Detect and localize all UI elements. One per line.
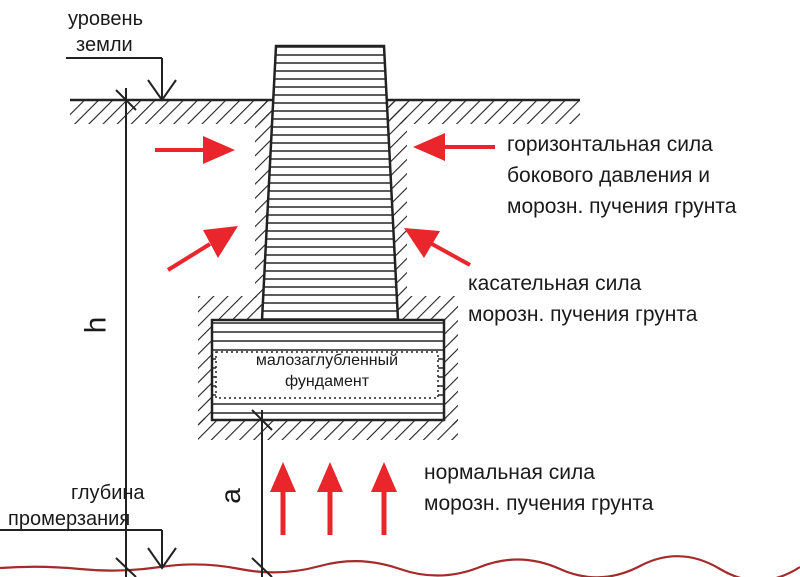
force-arrows <box>155 133 495 535</box>
foundation-line-2: фундамент <box>284 373 370 390</box>
ground-level-leader <box>66 57 177 102</box>
arrow-horizontal-right <box>413 133 495 161</box>
ground-surface <box>70 98 580 124</box>
horizontal-force-line-3: морозн. пучения грунта <box>507 195 737 218</box>
horizontal-force-label: горизонтальная сила бокового давления и … <box>507 129 736 222</box>
normal-force-line-2: морозн. пучения грунта <box>424 492 654 515</box>
foundation-column <box>260 44 400 322</box>
arrow-normal-3 <box>371 462 397 535</box>
ground-level-line-1: уровень <box>68 8 144 30</box>
horizontal-force-line-1: горизонтальная сила <box>507 133 713 156</box>
arrow-normal-2 <box>317 462 343 535</box>
foundation-label: малозаглубленный фундамент <box>216 350 438 392</box>
arrow-normal-1 <box>270 462 296 535</box>
arrow-tangential-left <box>166 226 238 272</box>
freeze-depth-line-2: промерзания <box>8 508 131 530</box>
normal-force-label: нормальная сила морозн. пучения грунта <box>424 457 653 519</box>
normal-force-line-1: нормальная сила <box>424 461 595 484</box>
ground-level-line-2: земли <box>76 34 133 56</box>
freeze-depth-leader <box>0 529 177 570</box>
dimension-a <box>251 409 273 577</box>
foundation-line-1: малозаглубленный <box>255 352 399 369</box>
dimension-h-label: h <box>79 316 113 334</box>
arrow-horizontal-left <box>155 136 235 164</box>
dimension-a-label: a <box>214 488 246 504</box>
tangential-force-label: касательная сила морозн. пучения грунта <box>468 268 697 330</box>
freeze-depth-line-1: глубина <box>71 482 145 504</box>
freeze-depth-label: глубина промерзания <box>8 480 145 532</box>
arrow-tangential-right <box>404 228 471 267</box>
freeze-depth-line <box>0 555 800 577</box>
foundation-footing <box>210 318 446 422</box>
ground-level-label: уровень земли <box>68 6 143 58</box>
tangential-force-line-2: морозн. пучения грунта <box>468 303 698 326</box>
horizontal-force-line-2: бокового давления и <box>507 164 710 187</box>
dimension-h <box>115 88 137 577</box>
tangential-force-line-1: касательная сила <box>468 272 642 295</box>
